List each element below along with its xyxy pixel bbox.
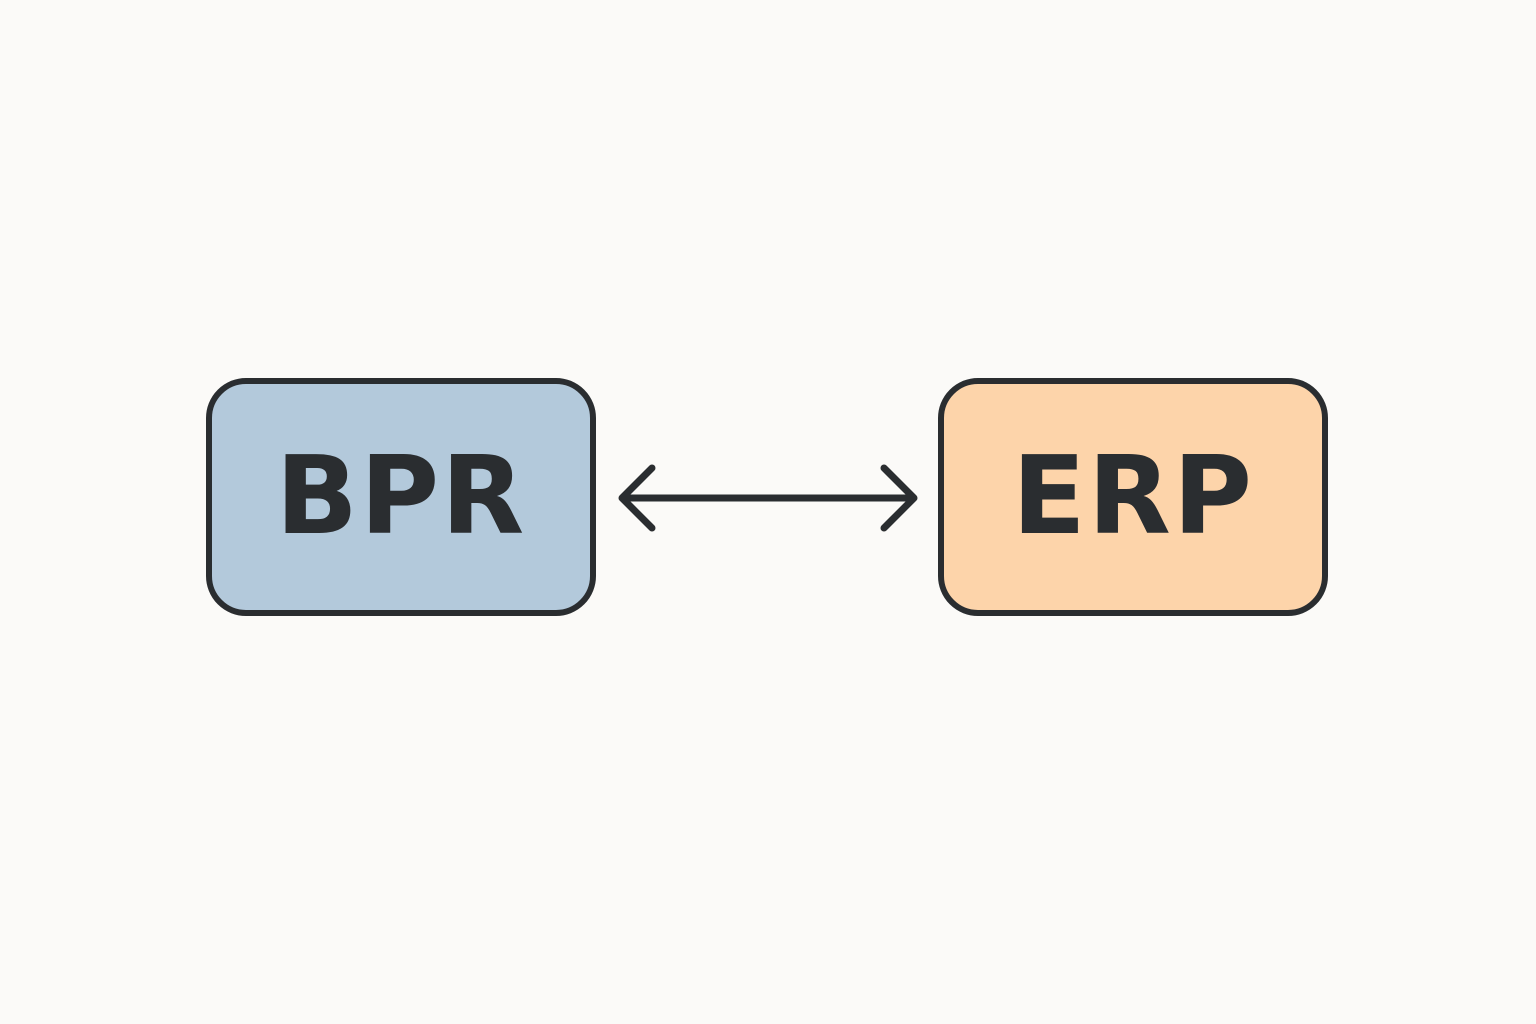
arrow-head-left xyxy=(618,464,656,532)
bidirectional-arrow xyxy=(618,464,918,532)
bpr-node: BPR xyxy=(206,378,596,616)
arrow-head-right xyxy=(880,464,918,532)
erp-node-label: ERP xyxy=(1011,434,1255,559)
erp-node: ERP xyxy=(938,378,1328,616)
bpr-node-label: BPR xyxy=(275,434,527,559)
